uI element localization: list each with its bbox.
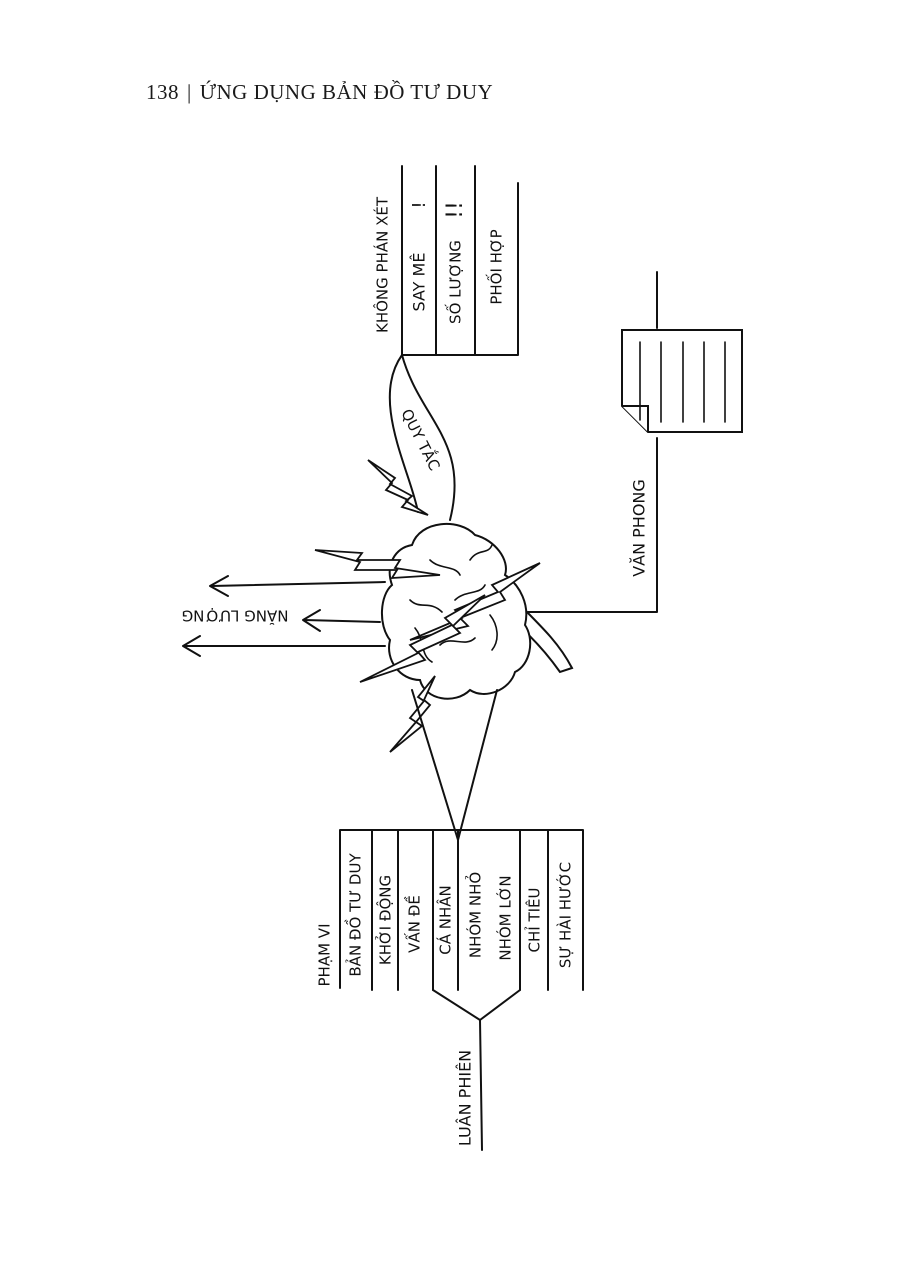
office-label: VĂN PHONG xyxy=(630,479,649,577)
rotation-branch: LUÂN PHIÊN xyxy=(432,989,521,1151)
scope-table-outline xyxy=(339,829,584,991)
rules-item-3: SỐ LƯỢNG xyxy=(444,240,465,324)
scope-item-2: BẢN ĐỒ TƯ DUY xyxy=(344,853,365,977)
lightning-bolt xyxy=(314,549,441,580)
scope-item-6: NHÓM NHỎ xyxy=(465,872,485,958)
lightning-bolt xyxy=(359,594,486,683)
scope-item-3: KHỞI ĐỘNG xyxy=(375,875,395,965)
scope-item-5: CÁ NHÂN xyxy=(436,885,455,955)
rotation-fork xyxy=(432,989,521,1151)
lightning-bolts xyxy=(314,459,541,753)
page-number: 138 xyxy=(146,80,179,104)
office-branch: VĂN PHONG xyxy=(527,271,743,613)
rules-label: QUY TẮC xyxy=(397,405,446,474)
energy-arrow-top xyxy=(209,575,386,597)
scope-item-8: CHỈ TIÊU xyxy=(524,888,544,953)
office-line xyxy=(527,271,658,613)
energy-arrow-middle xyxy=(302,609,381,632)
rules-item-4: PHỐI HỢP xyxy=(485,229,506,304)
running-head: 138 | ỨNG DỤNG BẢN ĐỒ TƯ DUY xyxy=(146,80,493,105)
scope-item-4: VẤN ĐỀ xyxy=(403,895,424,953)
energy-branch: NĂNG LƯỢNG xyxy=(182,575,386,657)
rules-mark-1: ! xyxy=(409,201,430,208)
rules-item-2: SAY MÊ xyxy=(410,253,429,312)
header-separator: | xyxy=(187,80,192,104)
lightning-bolt xyxy=(367,459,429,516)
rules-branch: QUY TẮC KHÔNG PHÁN XÉT SAY MÊ ! SỐ LƯỢNG… xyxy=(373,165,519,521)
brain-folds xyxy=(409,544,498,663)
scope-item-9: SỰ HÀI HƯỚC xyxy=(556,862,575,968)
rules-mark-2: !! xyxy=(443,201,468,219)
lightning-bolt xyxy=(409,562,541,641)
rules-ribbon xyxy=(388,354,456,521)
book-title: ỨNG DỤNG BẢN ĐỒ TƯ DUY xyxy=(199,80,494,104)
document-icon xyxy=(621,329,743,433)
rules-item-1: KHÔNG PHÁN XÉT xyxy=(373,196,392,333)
scope-branch: PHẠM VI BẢN ĐỒ TƯ DUY KHỞI ĐỘNG VẤN ĐỀ C… xyxy=(316,689,584,991)
rotation-label: LUÂN PHIÊN xyxy=(456,1050,475,1146)
lightning-bolt xyxy=(389,675,436,753)
scope-item-7: NHÓM LỚN xyxy=(496,875,515,960)
scope-item-1: PHẠM VI xyxy=(316,924,334,987)
energy-label: NĂNG LƯỢNG xyxy=(182,607,289,626)
energy-arrow-bottom xyxy=(182,635,386,657)
